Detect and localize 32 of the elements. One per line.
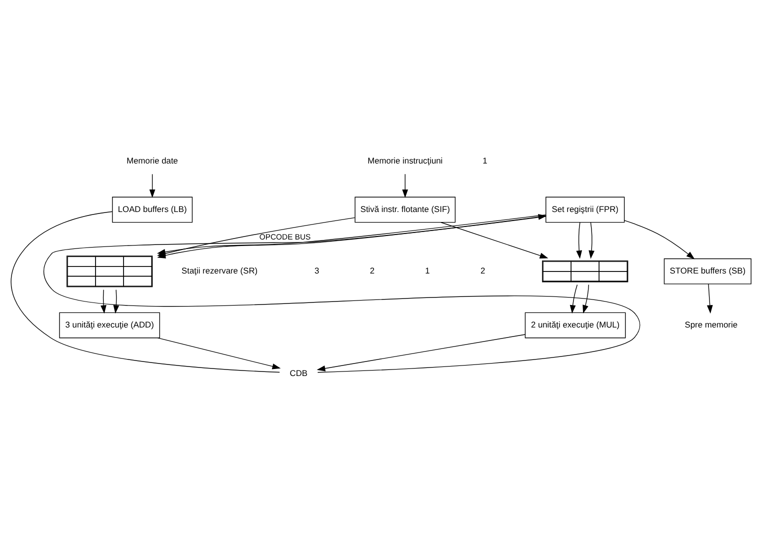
node-box: Stivă instr. flotante (SIF) (354, 196, 456, 223)
arrow (157, 338, 281, 370)
label: 2 (370, 266, 375, 276)
label: 3 (314, 266, 320, 276)
label: 1 (482, 156, 488, 166)
arrow (402, 174, 408, 198)
arrow (706, 284, 713, 314)
arrow (113, 289, 120, 314)
arrow (588, 222, 595, 259)
arrow (624, 220, 695, 260)
label: 2 (480, 266, 486, 276)
node-text: Memorie date (126, 156, 178, 166)
arrow (43, 214, 640, 373)
arrow (149, 174, 156, 198)
node-text: Memorie instrucţiuni (368, 156, 443, 166)
node-box: STORE buffers (SB) (664, 258, 752, 284)
label: 1 (425, 266, 430, 276)
node-box: 2 unităţi execuţie (MUL) (524, 312, 626, 338)
node-box: 3 unităţi execuţie (ADD) (59, 312, 160, 338)
node-box: Set regiştrii (FPR) (546, 196, 625, 223)
connector (10, 211, 280, 373)
node-box: LOAD buffers (LB) (112, 196, 193, 223)
label: Staţii rezervare (SR) (182, 266, 258, 276)
arrow (316, 334, 526, 372)
node-text: Spre memorie (684, 319, 738, 330)
arrow (570, 284, 578, 314)
edge-label: OPCODE BUS (259, 232, 311, 242)
arrow (582, 284, 590, 314)
arrow (100, 289, 106, 314)
arrow (440, 222, 548, 258)
node-text: CDB (290, 368, 308, 378)
arrow (576, 222, 582, 259)
